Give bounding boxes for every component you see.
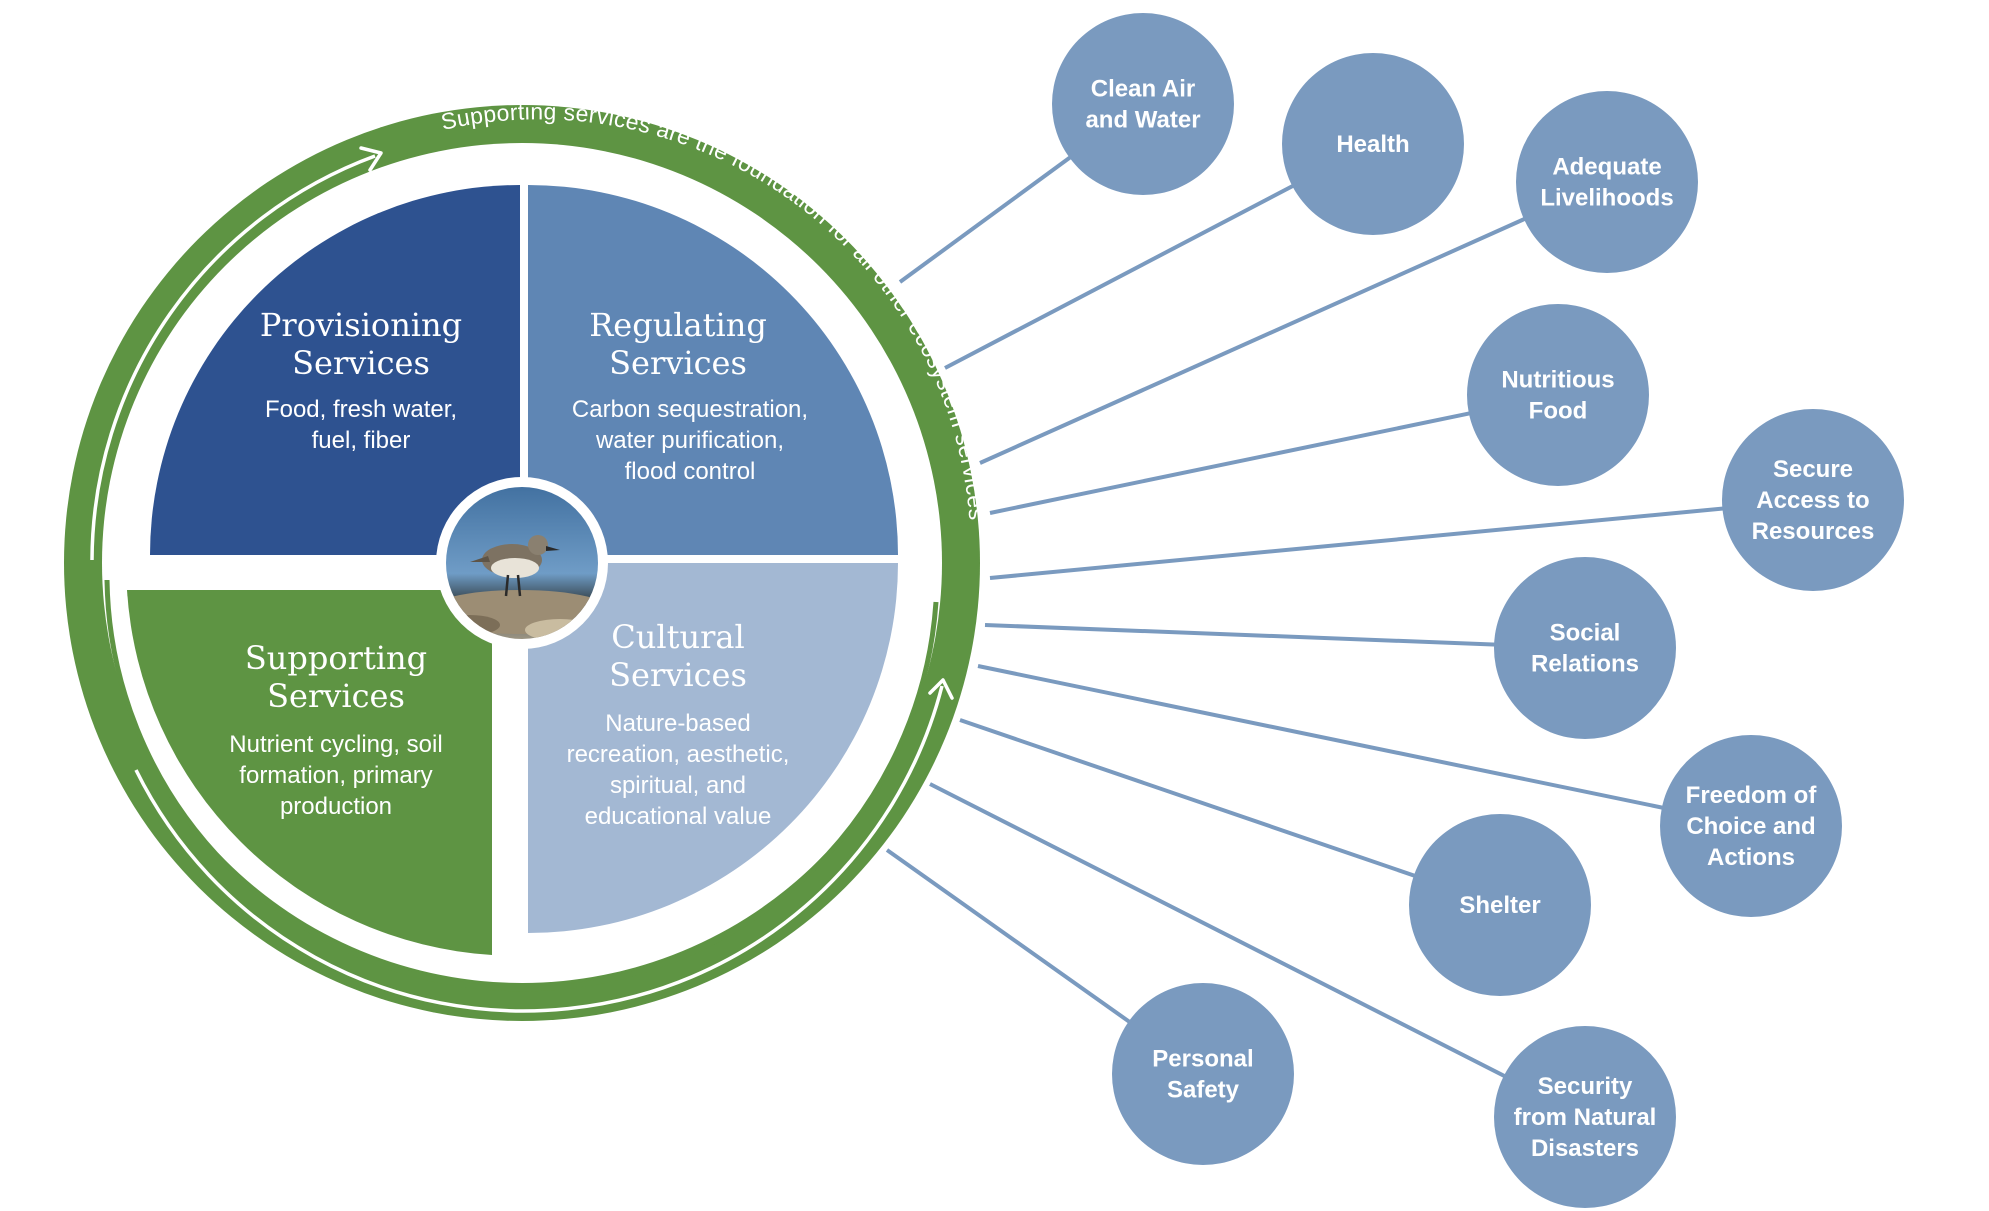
connector-lines <box>885 102 1814 1119</box>
cultural-desc: Nature-based <box>605 710 750 737</box>
regulating-title: Regulating <box>589 306 767 344</box>
supporting-quadrant <box>127 590 492 955</box>
svg-text:Food, fresh water,fuel, fiber: Food, fresh water,fuel, fiber <box>265 396 457 454</box>
bird-icon <box>470 535 560 597</box>
ring-arrow-left-head <box>359 146 383 172</box>
connector-security-from-natural-disasters <box>929 782 1586 1119</box>
benefit-circle <box>1052 13 1234 195</box>
benefit-circle <box>1409 814 1591 996</box>
benefit-circle <box>1722 409 1904 591</box>
regulating-quadrant <box>528 185 898 555</box>
connector-secure-access-to-resources <box>989 498 1814 580</box>
provisioning-desc: Food, fresh water, <box>265 396 457 423</box>
regulating-desc: Carbon sequestration, <box>572 396 808 423</box>
supporting-desc: Nutrient cycling, soil <box>229 731 442 758</box>
benefit-circle <box>1112 983 1294 1165</box>
supporting-title: Supporting <box>245 639 427 677</box>
benefit-label: Health <box>1336 131 1409 158</box>
benefit-circle <box>1467 304 1649 486</box>
benefit-circle <box>1494 1026 1676 1208</box>
provisioning-title: Provisioning <box>260 306 462 344</box>
benefit-circle <box>1516 91 1698 273</box>
cultural-quadrant <box>528 563 898 933</box>
svg-text:Carbon sequestration,water pur: Carbon sequestration,water purification,… <box>572 396 808 485</box>
ring-arrow-bottom <box>134 685 944 1013</box>
benefit-circle <box>1660 735 1842 917</box>
ring-arrow-left <box>90 154 376 561</box>
connector-shelter <box>959 718 1501 907</box>
cultural-title: Cultural <box>611 618 744 656</box>
connector-social-relations <box>984 623 1586 650</box>
inner-ring-arc <box>104 579 939 992</box>
connector-adequate-livelihoods <box>979 180 1608 465</box>
benefit-label: Shelter <box>1459 892 1540 919</box>
shorebird-photo <box>436 477 608 649</box>
benefit-circle <box>1494 557 1676 739</box>
benefit-shelter: Shelter <box>1409 814 1591 996</box>
connector-freedom-of-choice-and-actions <box>977 664 1752 828</box>
ring-arrow-bottom-head <box>928 678 954 700</box>
provisioning-quadrant <box>150 185 520 555</box>
connector-nutritious-food <box>989 393 1559 515</box>
benefit-circle <box>1282 53 1464 235</box>
benefit-health: Health <box>1282 53 1464 235</box>
